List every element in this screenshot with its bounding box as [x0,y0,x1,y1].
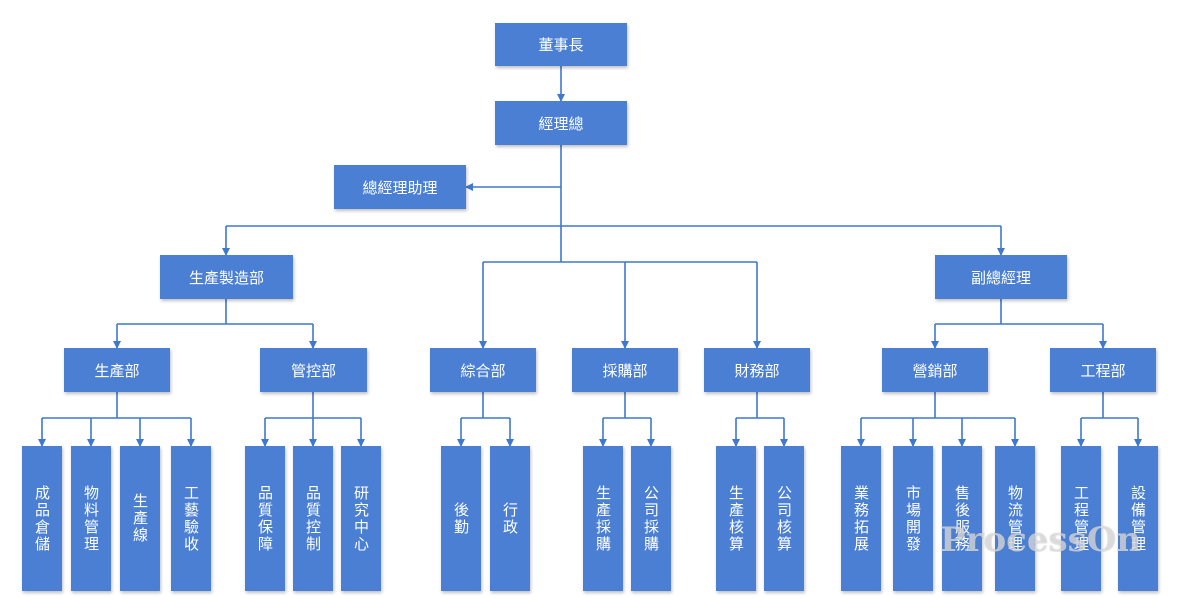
node-production-dept: 生產部 [64,348,170,392]
node-manufacturing: 生產製造部 [160,255,293,299]
node-production-purchasing: 生產採購 [583,446,623,591]
node-finished-goods: 成品倉儲 [22,446,62,591]
node-logistics-mgmt: 物流管理 [995,446,1035,591]
node-logistics: 後勤 [441,446,481,591]
node-gm-assistant: 總經理助理 [334,165,466,209]
node-engineering-dept: 工程部 [1050,348,1156,392]
node-deputy-gm: 副總經理 [935,255,1067,299]
node-marketing-dept: 營銷部 [882,348,988,392]
node-purchasing-dept: 採購部 [572,348,678,392]
node-production-accounting: 生產核算 [716,446,756,591]
node-finance-dept: 財務部 [704,348,810,392]
node-control-dept: 管控部 [260,348,367,392]
node-rnd-center: 研究中心 [341,446,381,591]
node-chairman: 董事長 [495,23,627,66]
node-quality-control: 品質控制 [293,446,333,591]
node-engineering-mgmt: 工程管理 [1061,446,1101,591]
node-materials: 物料管理 [71,446,111,591]
node-production-line: 生產線 [120,446,160,591]
node-administration: 行政 [490,446,530,591]
node-craft-inspection: 工藝驗收 [171,446,211,591]
node-quality-assurance: 品質保障 [245,446,285,591]
node-company-purchasing: 公司採購 [631,446,671,591]
node-general-manager: 經理總 [495,101,627,145]
node-after-sales: 售後服務 [942,446,982,591]
node-market-development: 市場開發 [893,446,933,591]
node-business-expansion: 業務拓展 [841,446,881,591]
node-general-affairs-dept: 綜合部 [430,348,536,392]
node-company-accounting: 公司核算 [764,446,804,591]
node-equipment-mgmt: 設備管理 [1118,446,1158,591]
